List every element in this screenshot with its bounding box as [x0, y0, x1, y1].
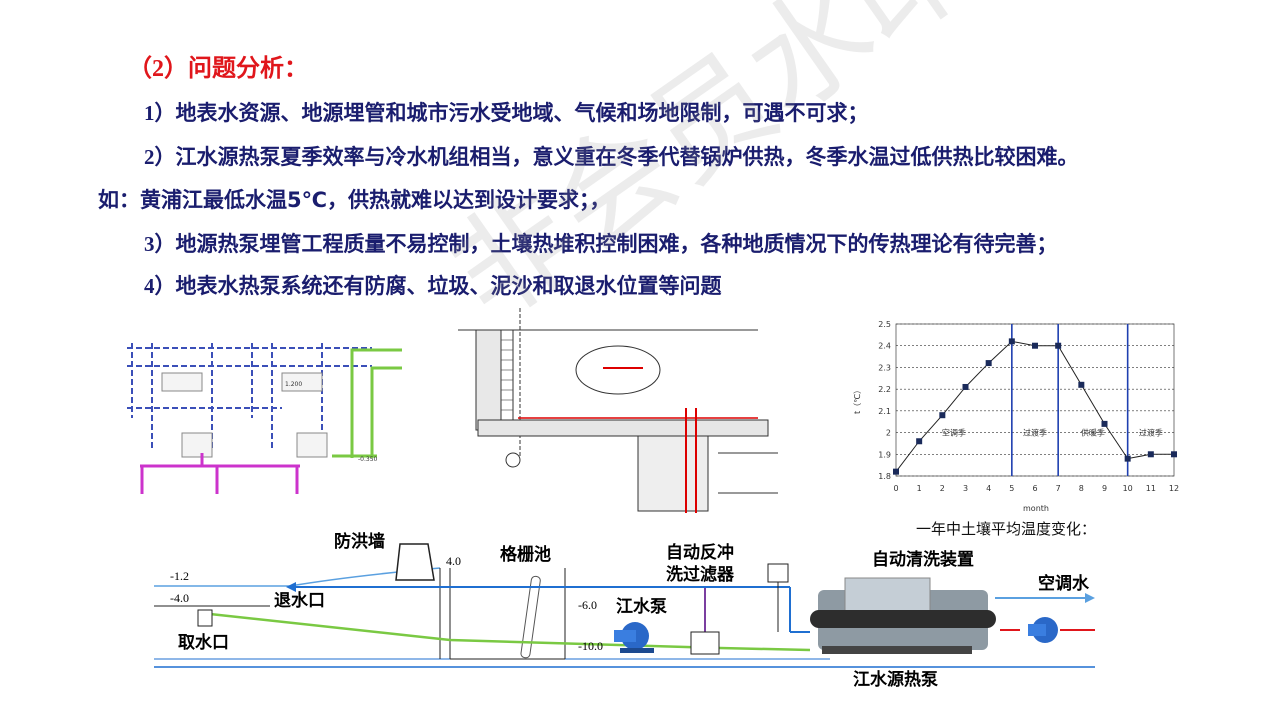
chart-data-point	[916, 438, 923, 445]
point-text: ）地表水热泵系统还有防腐、垃圾、泥沙和取退水位置等问题	[154, 274, 722, 298]
label-backwash-filter-1: 自动反冲	[666, 542, 734, 563]
point-text: ）江水源热泵夏季效率与冷水机组相当，意义重在冬季代替锅炉供热，冬季水温过低供热比…	[154, 145, 1079, 169]
temperature-series-points	[893, 338, 1177, 475]
chart-x-tick: 1	[917, 484, 922, 493]
label-outlet: 退水口	[274, 590, 325, 611]
heading-suffix: ）问题分析：	[164, 54, 308, 82]
chart-data-point	[985, 360, 992, 367]
chart-data-point	[1147, 451, 1154, 458]
level-mark: -4.0	[170, 591, 189, 605]
ac-water-pump-icon	[1028, 617, 1058, 643]
chart-data-point	[962, 383, 969, 390]
chart-x-tick: 4	[986, 484, 991, 493]
label-backwash-filter-2: 洗过滤器	[666, 564, 735, 585]
intake-box	[197, 609, 213, 627]
section-heading: （2）问题分析：	[128, 48, 308, 83]
chart-y-tick: 1.9	[878, 450, 891, 459]
chart-y-tick: 2	[886, 429, 891, 438]
chart-x-tick: 10	[1123, 484, 1133, 493]
level-mark: -10.0	[578, 639, 603, 653]
point-text: 如：黄浦江最低水温5℃，供热就难以达到设计要求；，	[98, 188, 611, 212]
chart-x-tick: 9	[1102, 484, 1107, 493]
label-ac-water: 空调水	[1038, 573, 1090, 594]
label-auto-clean-device: 自动清洗装置	[872, 549, 974, 570]
chart-season-label: 过渡季	[1023, 428, 1047, 438]
label-grille-pool: 格栅池	[500, 544, 551, 565]
point-text: ）地源热泵埋管工程质量不易控制，土壤热堆积控制困难，各种地质情况下的传热理论有待…	[154, 232, 1058, 256]
point-number: 2	[144, 145, 155, 169]
grille-screen	[520, 575, 541, 659]
chart-data-point	[939, 412, 946, 419]
chart-data-point	[893, 468, 899, 475]
chart-season-label: 空调季	[942, 428, 966, 438]
chart-y-tick: 2.4	[878, 342, 891, 351]
chart-y-tick: 2.5	[878, 320, 891, 329]
chart-season-label: 过渡季	[1139, 428, 1163, 438]
chart-x-tick: 2	[940, 484, 945, 493]
chart-x-axis-label: month	[1023, 504, 1049, 513]
hvac-schematic: 1.200 -0.350	[127, 343, 402, 494]
water-pump-icon	[614, 622, 654, 653]
chart-season-dividers	[1011, 324, 1129, 476]
label-river-pump: 江水泵	[616, 596, 667, 617]
chart-data-point	[1008, 338, 1015, 345]
chart-x-tick: 11	[1146, 484, 1156, 493]
chart-y-tick-labels: 1.8 1.9 2 2.1 2.2 2.3 2.4 2.5	[878, 320, 891, 481]
chart-caption: 一年中土壤平均温度变化：	[916, 522, 1097, 538]
heading-number: 2	[152, 56, 164, 82]
chart-season-label: 供暖季	[1081, 428, 1105, 438]
chart-data-point	[1032, 342, 1038, 349]
schematic-label: 1.200	[285, 381, 302, 388]
chart-x-tick: 0	[893, 484, 898, 493]
chart-season-labels: 空调季 过渡季 供暖季 过渡季	[942, 428, 1163, 438]
chart-x-tick: 12	[1169, 484, 1179, 493]
heat-pump-unit	[810, 577, 996, 654]
temperature-series-line	[895, 340, 1174, 472]
chart-x-tick: 3	[963, 484, 968, 493]
chart-data-point	[1078, 381, 1085, 388]
flood-wall-shape	[395, 543, 435, 581]
chart-x-tick: 5	[1009, 484, 1014, 493]
point-4: 4）地表水热泵系统还有防腐、垃圾、泥沙和取退水位置等问题	[144, 270, 722, 300]
point-text: ）地表水资源、地源埋管和城市污水受地域、气候和场地限制，可遇不可求；	[154, 101, 869, 125]
point-number: 3	[144, 232, 155, 256]
chart-x-tick: 6	[1032, 484, 1037, 493]
chart-y-tick: 2.3	[878, 363, 891, 372]
point-3: 3）地源热泵埋管工程质量不易控制，土壤热堆积控制困难，各种地质情况下的传热理论有…	[144, 228, 1058, 258]
point-number: 4	[144, 274, 155, 298]
level-mark: 4.0	[446, 554, 461, 568]
point-1: 1）地表水资源、地源埋管和城市污水受地域、气候和场地限制，可遇不可求；	[144, 97, 869, 127]
schematic-label: -0.350	[358, 456, 378, 463]
chart-plot-frame	[895, 323, 1175, 477]
backwash-filter-tank	[690, 631, 720, 655]
chart-y-tick: 2.1	[878, 407, 891, 416]
label-intake: 取水口	[178, 632, 229, 653]
chart-grid	[895, 323, 1175, 477]
chart-data-point	[1055, 342, 1062, 349]
auto-clean-device-box	[767, 563, 789, 583]
point-number: 1	[144, 101, 155, 125]
chart-y-axis-label: t（℃）	[853, 386, 862, 414]
chart-y-tick: 1.8	[878, 472, 891, 481]
level-mark: -6.0	[578, 598, 597, 612]
chart-x-tick: 8	[1079, 484, 1084, 493]
level-mark: -1.2	[170, 569, 189, 583]
chart-x-tick: 7	[1056, 484, 1061, 493]
label-heat-pump: 江水源热泵	[853, 669, 938, 690]
point-2: 2）江水源热泵夏季效率与冷水机组相当，意义重在冬季代替锅炉供热，冬季水温过低供热…	[144, 141, 1079, 171]
chart-data-point	[1171, 451, 1177, 458]
point-2-continued: 如：黄浦江最低水温5℃，供热就难以达到设计要求；，	[98, 184, 611, 214]
chart-y-tick: 2.2	[878, 385, 891, 394]
chart-data-point	[1101, 420, 1108, 427]
river-heat-pump-diagram: 防洪墙 格栅池 自动反冲 洗过滤器 自动清洗装置 空调水 退水口 取水口 江水泵…	[154, 531, 1095, 690]
label-flood-wall: 防洪墙	[334, 531, 385, 552]
construction-section-drawing	[458, 308, 778, 513]
chart-data-point	[1124, 455, 1131, 462]
heading-prefix: （	[128, 54, 152, 82]
